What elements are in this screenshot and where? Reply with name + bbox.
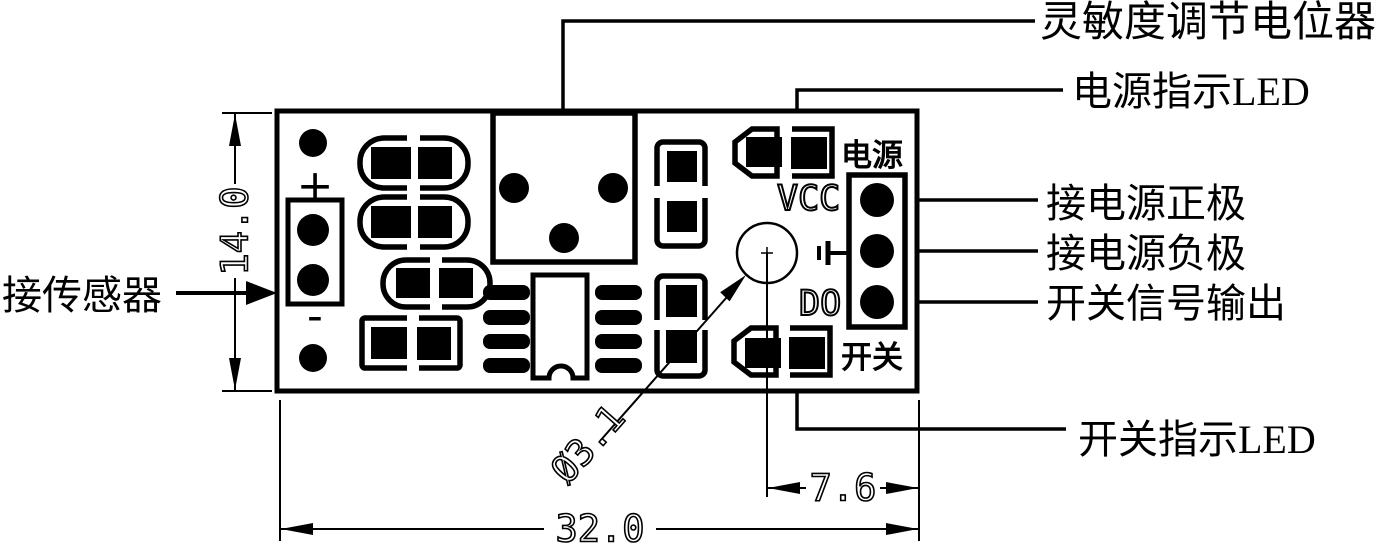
dim-text-hole-diameter: Ø3.1 bbox=[542, 396, 633, 491]
sensitivity-pot-leader-line bbox=[561, 19, 1035, 111]
capacitor-row-3 bbox=[380, 254, 493, 313]
output-pin-header bbox=[846, 172, 908, 330]
sensor-pin-plus bbox=[297, 214, 329, 246]
callout-power-negative: 接电源负极 bbox=[1046, 231, 1246, 276]
sensor-arrowhead-icon bbox=[246, 281, 277, 305]
chip-vertical-top bbox=[651, 139, 711, 249]
resistor-pair-bottom-left bbox=[359, 312, 463, 374]
callout-power-led: 电源指示LED bbox=[1072, 69, 1310, 114]
power-led bbox=[732, 126, 835, 179]
board-label-power: 电源 bbox=[841, 138, 903, 173]
callout-switch-signal: 开关信号输出 bbox=[1046, 281, 1286, 326]
capacitor-row-1 bbox=[357, 132, 471, 194]
callout-sensitivity-pot: 灵敏度调节电位器 bbox=[1040, 0, 1376, 46]
minus-sign: - bbox=[307, 291, 323, 342]
board-label-do: DO bbox=[799, 284, 841, 324]
board-label-vcc: VCC bbox=[777, 179, 840, 219]
dim-text-hole-offset: 7.6 bbox=[810, 467, 877, 510]
plus-sign: + bbox=[297, 161, 334, 212]
switch-led bbox=[731, 325, 833, 378]
chip-vertical-bottom bbox=[651, 273, 711, 379]
pin-vcc bbox=[860, 183, 894, 217]
dim-text-width: 32.0 bbox=[555, 508, 644, 549]
potentiometer bbox=[490, 110, 638, 265]
board-label-switch: 开关 bbox=[841, 340, 903, 375]
hole-diameter-arrowhead-icon bbox=[720, 275, 746, 302]
pot-pin-left bbox=[499, 173, 529, 203]
solder-dot-top-left bbox=[299, 129, 327, 157]
solder-dot-bottom-left bbox=[299, 344, 327, 372]
callout-switch-led: 开关指示LED bbox=[1078, 417, 1316, 462]
capacitor-row-2 bbox=[357, 191, 471, 253]
callout-power-positive: 接电源正极 bbox=[1046, 181, 1246, 226]
ic-body-with-notch bbox=[530, 272, 590, 381]
ground-symbol-icon bbox=[817, 241, 850, 265]
sensor-connector: + - bbox=[285, 161, 345, 342]
dimension-height-14: 14.0 bbox=[213, 112, 272, 392]
sensor-pin-minus bbox=[297, 264, 329, 296]
dim-text-height: 14.0 bbox=[214, 186, 257, 275]
dimension-hole-offset-76: 7.6 bbox=[766, 253, 919, 510]
ic-chip bbox=[483, 272, 642, 381]
pin-gnd bbox=[860, 234, 894, 268]
dimension-width-32: 32.0 bbox=[279, 400, 920, 549]
pot-pin-right bbox=[598, 173, 628, 203]
pot-pin-bottom bbox=[549, 223, 579, 253]
callout-sensor: 接传感器 bbox=[2, 273, 162, 318]
pin-do bbox=[860, 285, 894, 319]
